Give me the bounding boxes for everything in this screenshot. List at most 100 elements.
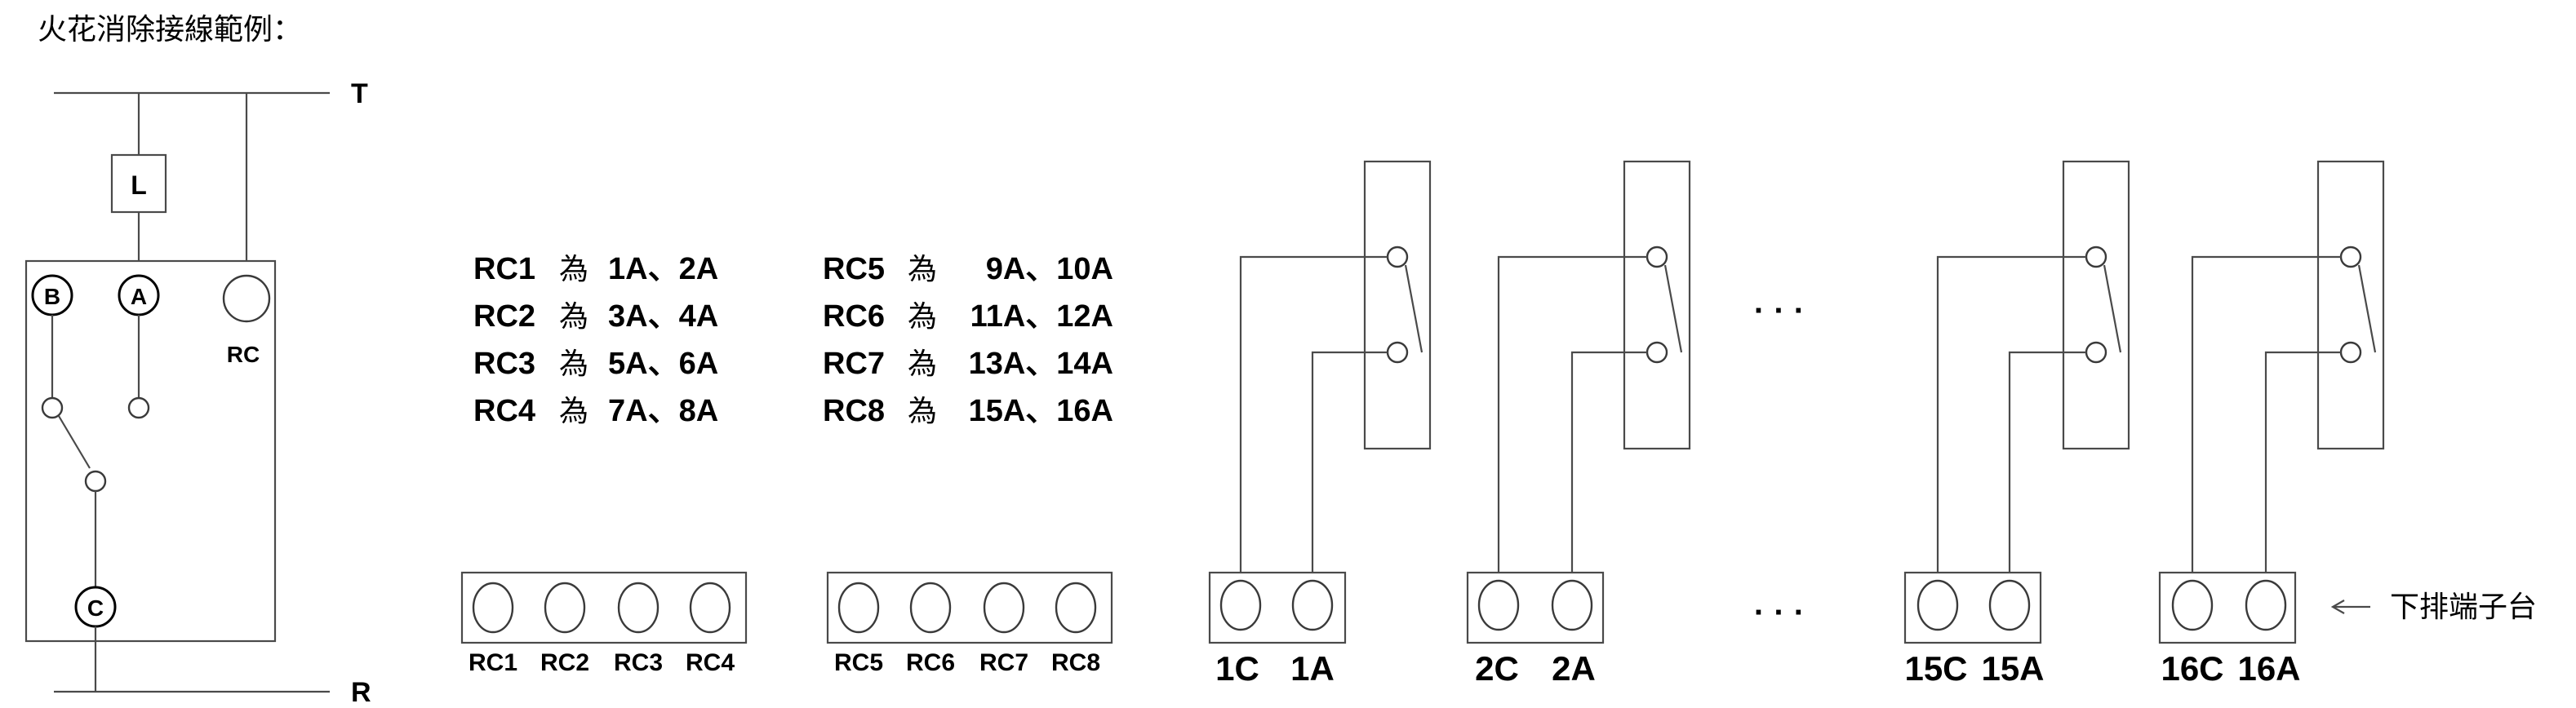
relay-switch-arm [2103,264,2122,353]
relay-group-15: 15C 15A [1903,160,2130,688]
left-relay-unit: T R L B A RC C [24,78,371,708]
mapping-rc: RC2 [473,299,535,334]
bottom-terminal-label: 下排端子台 [2390,591,2537,624]
ellipsis-lower: · · · [1754,595,1805,631]
rc-strip-label: RC6 [906,649,955,676]
rail-t-label: T [351,78,368,109]
rc-strip-circle [909,582,952,634]
mapping-range: 13A、14A [969,347,1113,381]
mapping-word: 為 [559,253,588,286]
relay-switch-arm [1404,264,1423,353]
relay-group-1: 1C 1A [1208,160,1432,688]
rc-strip-label: RC5 [834,649,883,676]
mapping-rc: RC5 [823,252,885,286]
rc-strip-1: RC1 RC2 RC3 RC4 [460,571,748,676]
rail-r-label: R [351,677,371,708]
rc-strip-label: RC4 [686,649,735,676]
rc-mapping-left: RC1 為 1A、2A RC2 為 3A、4A RC3 為 5A、6A RC4 … [473,252,718,428]
wire-c [1936,255,2086,605]
rc-strip-circle [472,582,514,634]
coil-box [110,153,167,214]
mapping-rc: RC6 [823,299,885,334]
mapping-rc: RC4 [473,394,535,428]
relay-contact-lower [1386,341,1409,364]
terminal-circle-a [1988,579,2031,631]
terminal-label-a: 16A [2237,649,2300,688]
wire-a [2264,351,2341,605]
wire-a [1570,351,1647,605]
terminal-label-a: 1A [1290,649,1335,688]
rc-strip-label: RC8 [1051,649,1100,676]
coil-label: L [131,170,147,200]
diagram-title: 火花消除接線範例： [38,13,302,46]
a-contact [127,396,150,419]
mapping-word: 為 [559,347,588,381]
mapping-word: 為 [908,395,937,428]
rc-circle [222,274,271,323]
terminal-circle-c [2171,579,2214,631]
relay-contact-upper [2085,246,2107,268]
wire-a [2008,351,2086,605]
relay-contact-lower [2085,341,2107,364]
mapping-word: 為 [908,253,937,286]
wire-c [1497,255,1647,605]
terminal-circle-a [1551,579,1593,631]
mapping-rc: RC7 [823,347,885,381]
relay-box [1363,160,1432,450]
terminal-label-c: 15C [1904,649,1967,688]
terminal-label-a: 15A [1981,649,2044,688]
rc-strip-label: RC2 [540,649,589,676]
rc-strip-circle [689,582,731,634]
mapping-range: 5A、6A [608,347,718,381]
terminal-b-label: B [44,284,60,309]
rc-strip-label: RC3 [614,649,663,676]
relay-switch-arm [1663,264,1683,353]
terminal-label-c: 1C [1215,649,1259,688]
ellipsis-upper: · · · [1754,293,1805,329]
mapping-rc: RC3 [473,347,535,381]
mapping-word: 為 [559,395,588,428]
rc-strip-label: RC7 [979,649,1028,676]
switch-arm [58,415,91,469]
relay-contact-upper [1386,246,1409,268]
relay-contact-lower [2339,341,2362,364]
terminal-label-a: 2A [1552,649,1596,688]
terminal-label-c: 16C [2161,649,2223,688]
relay-group-2: 2C 2A [1466,160,1691,688]
terminal-circle-c [1477,579,1520,631]
relay-box [1623,160,1691,450]
rc-strip-circle [1055,582,1097,634]
terminal-c-label: C [87,595,104,621]
terminal-circle-c [1916,579,1959,631]
mapping-range: 9A、10A [986,252,1113,286]
mapping-rc: RC8 [823,394,885,428]
relay-group-16: 16C 16A [2158,160,2385,688]
mapping-word: 為 [908,300,937,334]
arrow-head [2330,600,2345,614]
relay-unit-box [24,259,277,643]
rc-strip-label: RC1 [469,649,517,676]
mapping-rc: RC1 [473,252,535,286]
relay-contact-lower [1646,341,1668,364]
relay-box [2316,160,2385,450]
rc-mapping-right: RC5 為 9A、10A RC6 為 11A、12A RC7 為 13A、14A… [823,252,1113,428]
mapping-word: 為 [559,300,588,334]
relay-box [2062,160,2130,450]
terminal-circle-a [2245,579,2287,631]
rc-strip-circle [544,582,586,634]
wire-c [2191,255,2341,605]
terminal-a-label: A [131,284,147,309]
mapping-range: 7A、8A [608,394,718,428]
rc-strip-circle [983,582,1025,634]
relay-contact-upper [2339,246,2362,268]
mapping-range: 3A、4A [608,299,718,334]
bottom-terminal-annotation: 下排端子台 [2330,591,2537,624]
b-contact [41,396,64,419]
rc-strip-circle [837,582,880,634]
mapping-range: 11A、12A [970,299,1113,334]
mapping-word: 為 [908,347,937,381]
mapping-range: 1A、2A [608,252,718,286]
rc-strip-2: RC5 RC6 RC7 RC8 [826,571,1113,676]
terminal-circle-c [1219,579,1262,631]
